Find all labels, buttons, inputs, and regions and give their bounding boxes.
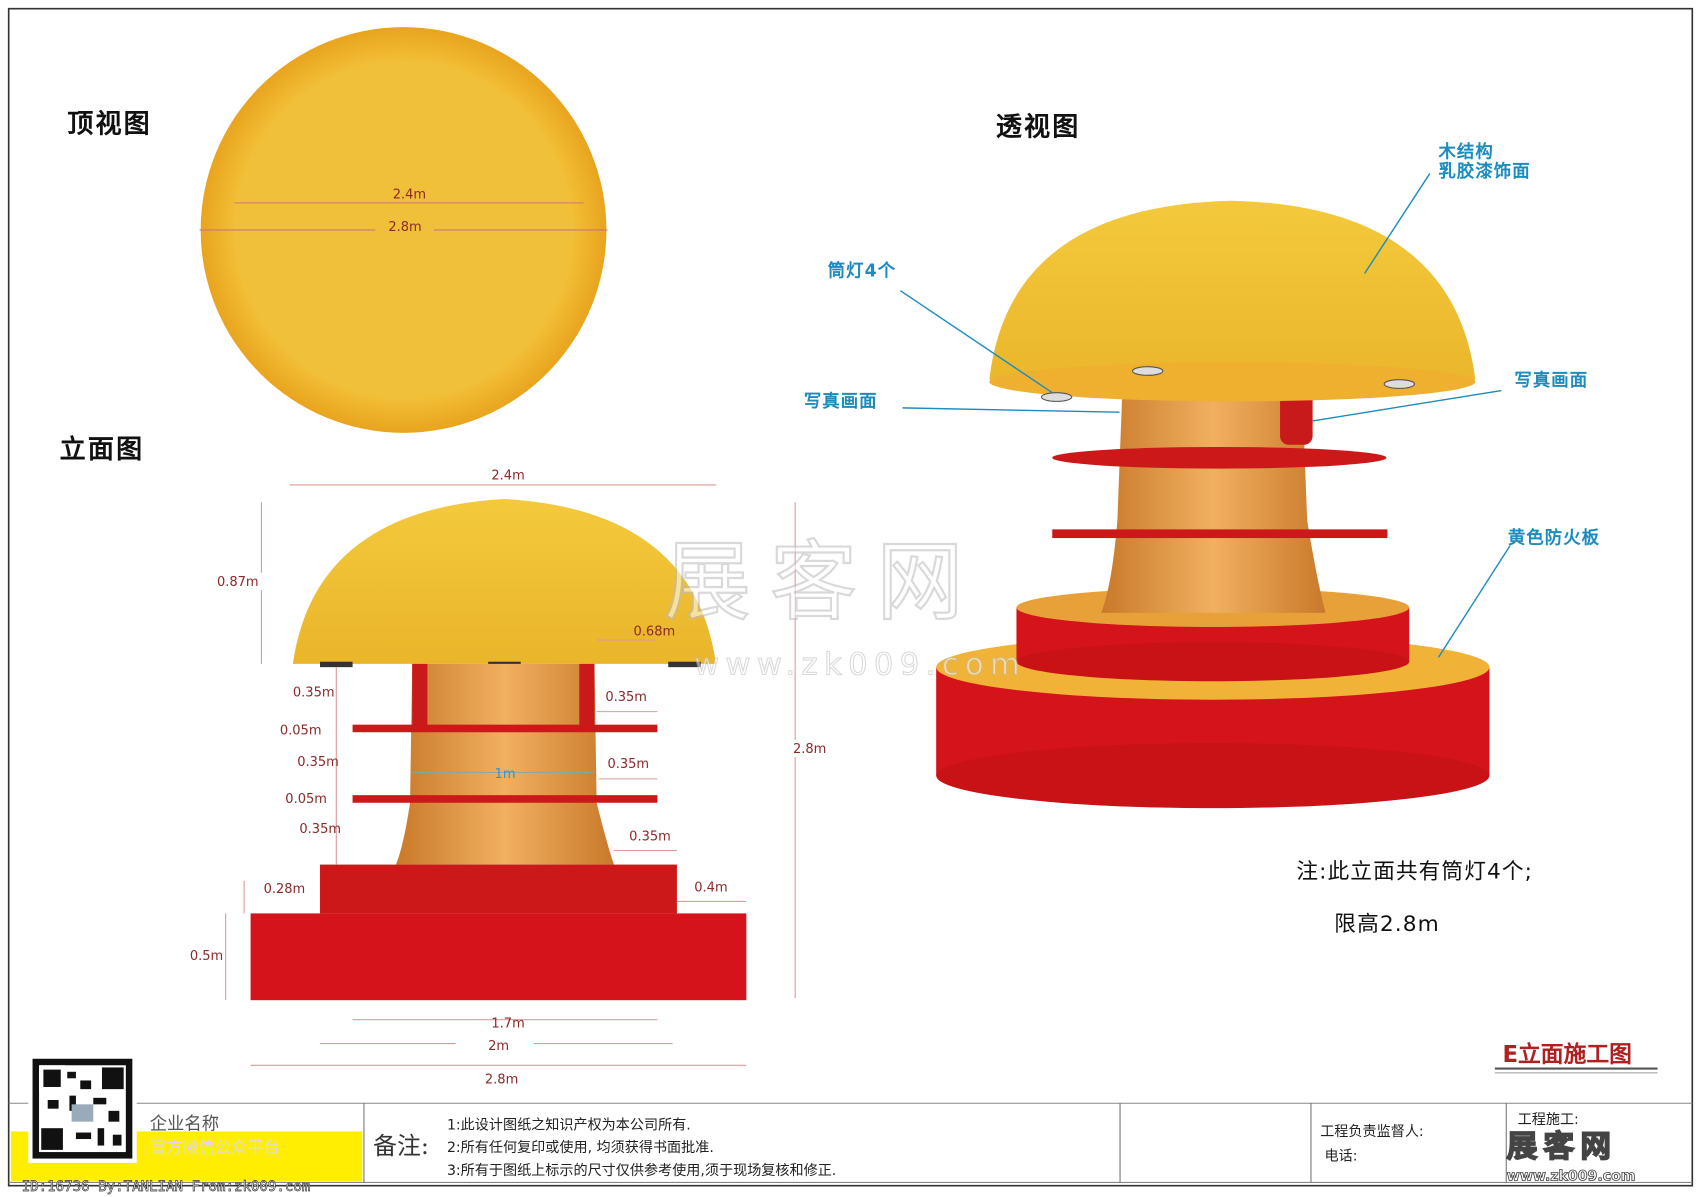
top-view-title: 顶视图: [67, 108, 152, 139]
dim-column: 1m: [495, 767, 516, 782]
dim-shelf2: 0.05m: [285, 792, 327, 807]
perspective-drawing: [899, 173, 1511, 809]
dim-1-7m: 1.7m: [491, 1016, 524, 1031]
dim-shelf1: 0.05m: [280, 723, 322, 738]
phone-label: 电话:: [1324, 1148, 1358, 1166]
construction-label: 工程施工:: [1517, 1111, 1579, 1129]
remarks-label: 备注:: [373, 1133, 429, 1161]
top-dim-inner: 2.4m: [393, 188, 426, 203]
callout-board: 黄色防火板: [1507, 527, 1601, 548]
dim-base1-width: 0.35m: [629, 830, 671, 845]
callout-photo-right: 写真画面: [1514, 369, 1589, 391]
callout-structure-2: 乳胶漆饰面: [1438, 160, 1531, 182]
dim-gap3: 0.35m: [299, 822, 341, 837]
note-height: 限高2.8m: [1334, 910, 1440, 937]
dim-dome-height: 0.87m: [217, 575, 259, 590]
dim-base1-height: 0.28m: [264, 882, 306, 897]
empty-cell: [1119, 1103, 1312, 1183]
remark-1: 1:此设计图纸之知识产权为本公司所有.: [446, 1117, 691, 1134]
remark-3: 3:所有于图纸上标示的尺寸仅供参考使用,须于现场复核和修正.: [446, 1162, 837, 1180]
dim-base2-width: 0.4m: [694, 881, 727, 896]
dim-shelf1-width: 0.35m: [605, 690, 647, 705]
svg-text:www.zk009.com: www.zk009.com: [694, 648, 1026, 683]
dim-2-8m: 2.8m: [485, 1073, 518, 1088]
qr-code: [28, 1054, 137, 1163]
top-dim-outer: 2.8m: [388, 220, 421, 235]
dim-gap2: 0.35m: [297, 755, 339, 770]
top-view-drawing: 2.4m 2.8m: [199, 27, 608, 433]
dim-gap1: 0.35m: [293, 685, 335, 700]
watermark: 展客网 www.zk009.com: [663, 531, 1026, 684]
remark-2: 2:所有任何复印或使用, 均须获得书面批准.: [446, 1140, 714, 1157]
dim-total-height: 2.8m: [793, 742, 826, 757]
supervisor-label: 工程负责监督人:: [1320, 1123, 1424, 1141]
dim-width-top: 2.4m: [491, 468, 524, 483]
footer-logo: 展客网: [1506, 1128, 1618, 1164]
note-lights: 注:此立面共有筒灯4个;: [1296, 858, 1534, 885]
frame-border: [7, 7, 1694, 1187]
footer-logo-url: www.zk009.com: [1506, 1168, 1636, 1185]
callout-photo-left: 写真画面: [803, 390, 878, 412]
supervisor-cell: 工程负责监督人: 电话:: [1310, 1103, 1506, 1183]
callout-structure-1: 木结构: [1438, 141, 1494, 162]
dim-overhang: 0.68m: [634, 625, 676, 640]
elevation-title: 立面图: [59, 433, 145, 465]
wechat-label: 官方微信公众平台: [149, 1137, 280, 1158]
perspective-title: 透视图: [995, 111, 1081, 143]
company-name: 企业名称: [149, 1113, 220, 1134]
dim-base2-height: 0.5m: [190, 949, 223, 964]
remarks-cell: 备注: 1:此设计图纸之知识产权为本公司所有. 2:所有任何复印或使用, 均须获…: [363, 1103, 1120, 1183]
elevation-drawing: 2.4m 0.87m 0.68m 2.8m 0.35m 0.05m 0.35m …: [190, 466, 831, 1088]
dim-shelf2-width: 0.35m: [607, 757, 649, 772]
construction-cell: 工程施工: 展客网 www.zk009.com: [1505, 1103, 1694, 1185]
id-line: ID:16736 By:TANLIAN From:zk009.com: [21, 1179, 311, 1196]
drawing-title: E立面施工图: [1502, 1041, 1632, 1068]
svg-text:展客网: 展客网: [664, 532, 983, 633]
callout-lights: 筒灯4个: [827, 260, 897, 281]
dim-2m: 2m: [488, 1039, 509, 1054]
